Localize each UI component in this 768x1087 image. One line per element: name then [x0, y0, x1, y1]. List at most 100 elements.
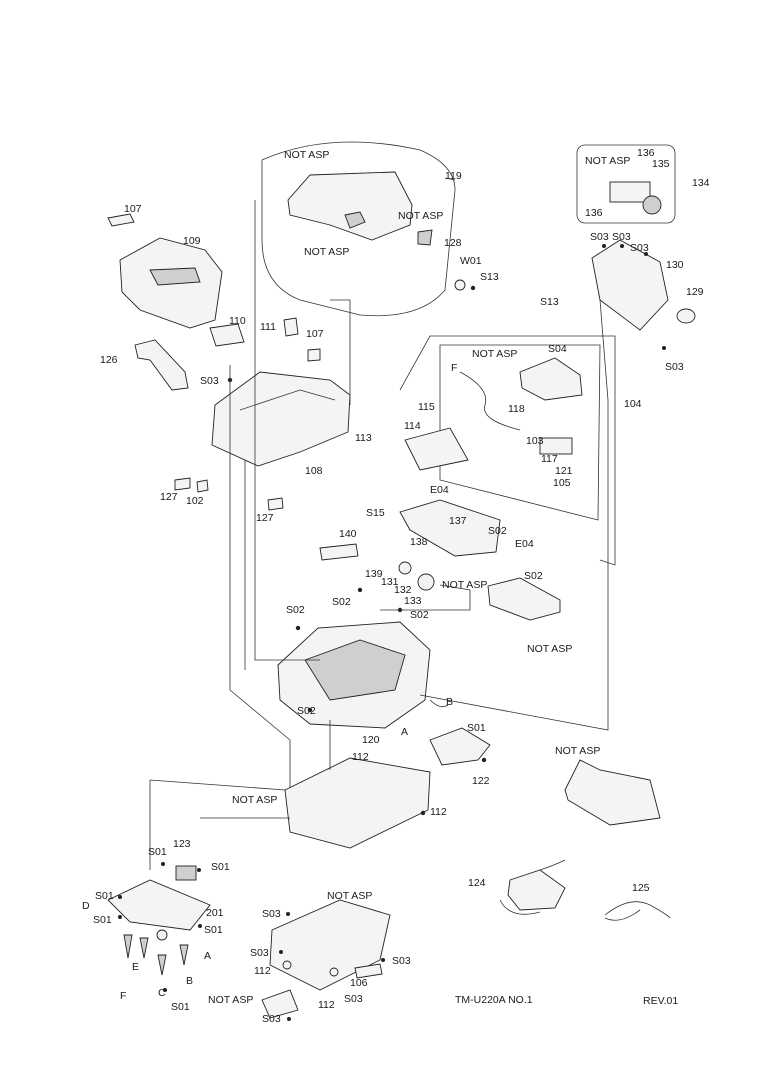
callout-label: 128: [444, 237, 462, 249]
part-not-asp-bottom: [261, 989, 299, 1019]
callout-label: B: [186, 975, 193, 987]
callout-label: NOT ASP: [398, 210, 443, 222]
callout-label: 107: [306, 328, 324, 340]
part-127a: [174, 477, 191, 491]
callout-label: S03: [392, 955, 411, 967]
callout-label: 104: [624, 398, 642, 410]
callout-label: S01: [171, 1001, 190, 1013]
callout-label: 119: [445, 170, 462, 182]
callout-label: NOT ASP: [585, 155, 630, 167]
callout-label: 103: [526, 435, 544, 447]
label-107a: [107, 213, 135, 227]
callout-label: 133: [404, 595, 422, 607]
callout-label: S03: [250, 947, 269, 959]
callout-label: 127: [256, 512, 274, 524]
callout-label: S01: [211, 861, 230, 873]
base-frame-group: [149, 727, 491, 870]
callout-label: 201: [206, 907, 224, 919]
callout-label: 129: [686, 286, 704, 298]
callout-label: 107: [124, 203, 142, 215]
callout-label: 124: [468, 877, 486, 889]
callout-label: NOT ASP: [527, 643, 572, 655]
callout-label: 130: [666, 259, 684, 271]
callout-label: S03: [630, 242, 649, 254]
callout-label: 138: [410, 536, 428, 548]
label-107b: [307, 348, 321, 362]
callout-label: S02: [297, 705, 316, 717]
gear-133: [417, 573, 435, 591]
callout-label: F: [120, 990, 126, 1002]
frame-112: [284, 757, 431, 849]
callout-label: S04: [548, 343, 567, 355]
callout-label: 109: [183, 235, 201, 247]
callout-label: 108: [305, 465, 323, 477]
callout-label: 105: [553, 477, 571, 489]
board-122: [429, 727, 491, 766]
part-104: [519, 357, 583, 401]
callout-label: 121: [555, 465, 573, 477]
model-number: TM-U220A NO.1: [455, 994, 533, 1006]
callout-label: 102: [186, 495, 204, 507]
callout-label: 137: [449, 515, 467, 527]
callout-label: 112: [318, 999, 335, 1011]
callout-label: W01: [460, 255, 482, 267]
motor-135: [609, 181, 651, 203]
board-201: [107, 879, 211, 931]
callout-label: NOT ASP: [327, 890, 372, 902]
part-127b: [267, 497, 284, 511]
callout-label: S02: [332, 596, 351, 608]
power-supply-124: [507, 869, 566, 911]
motor-117: [539, 437, 573, 455]
callout-label: E: [132, 961, 139, 973]
callout-label: S02: [524, 570, 543, 582]
top-cover-119: [287, 171, 413, 241]
callout-label: 131: [381, 576, 399, 588]
callout-label: S03: [344, 993, 363, 1005]
callout-label: E04: [430, 484, 449, 496]
callout-label: 110: [229, 315, 246, 327]
callout-label: S01: [93, 914, 112, 926]
tray-not-asp: [564, 759, 661, 826]
washer-w01: [454, 279, 466, 291]
callout-label: 113: [355, 432, 372, 444]
callout-label: NOT ASP: [284, 149, 329, 161]
callout-label: NOT ASP: [442, 579, 487, 591]
main-unit-group: [229, 365, 449, 820]
callout-label: A: [204, 950, 211, 962]
callout-label: 139: [365, 568, 383, 580]
callout-label: A: [401, 726, 408, 738]
callout-label: C: [158, 987, 166, 999]
bracket-s02: [487, 577, 561, 621]
lower-case-108: [211, 371, 351, 467]
callout-label: 127: [160, 491, 178, 503]
callout-label: S13: [480, 271, 499, 283]
callout-label: 125: [632, 882, 650, 894]
callout-label: NOT ASP: [232, 794, 277, 806]
callout-label: 122: [472, 775, 490, 787]
part-128: [417, 229, 433, 246]
callout-label: S02: [286, 604, 305, 616]
callout-label: NOT ASP: [208, 994, 253, 1006]
callout-label: 123: [173, 838, 191, 850]
callout-label: D: [82, 900, 90, 912]
part-129: [676, 308, 696, 324]
left-cover-group: [107, 213, 321, 391]
part-110: [209, 323, 245, 347]
callout-label: S01: [204, 924, 223, 936]
callout-label: 134: [692, 177, 710, 189]
callout-label: 115: [418, 401, 435, 413]
part-140: [319, 543, 359, 561]
mechanism-group: [319, 335, 616, 621]
frame-114: [404, 427, 469, 471]
accessories-group: [499, 759, 671, 921]
callout-label: 126: [100, 354, 118, 366]
callout-label: B: [446, 696, 453, 708]
callout-label: S03: [262, 908, 281, 920]
callout-label: 140: [339, 528, 357, 540]
callout-label: 111: [260, 321, 276, 333]
callout-label: 132: [394, 584, 412, 596]
callout-label: S03: [590, 231, 609, 243]
callout-label: 118: [508, 403, 525, 415]
callout-label: 117: [541, 453, 558, 465]
